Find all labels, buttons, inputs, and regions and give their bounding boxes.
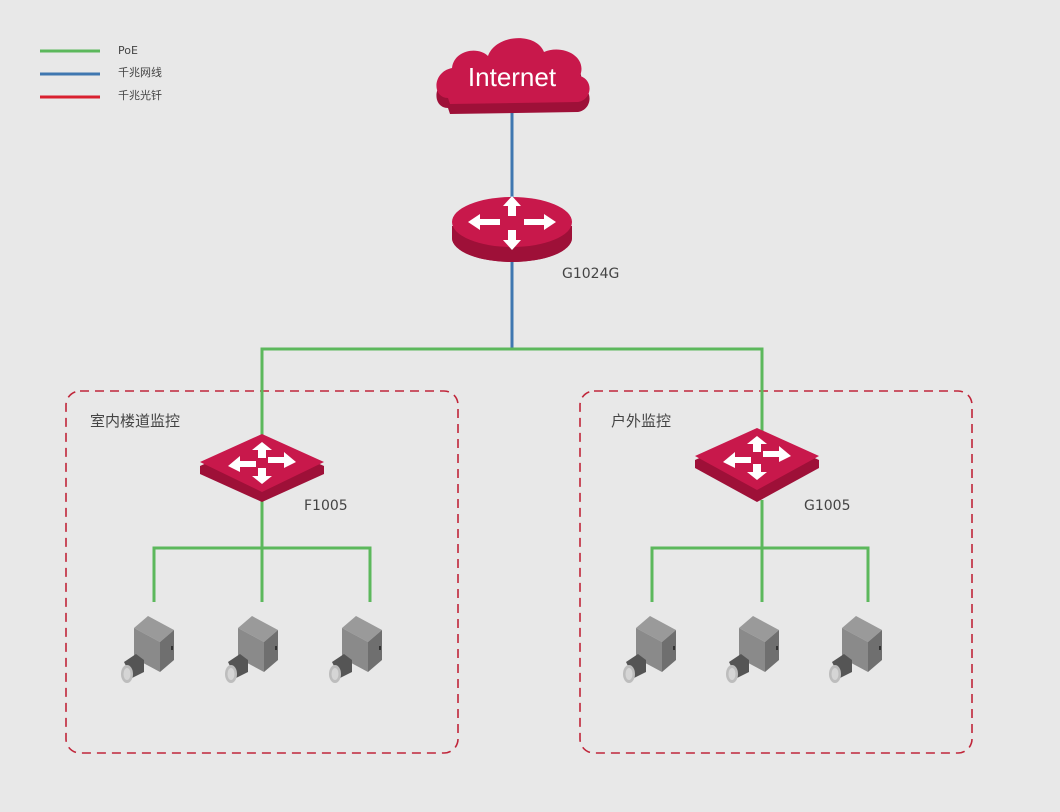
legend-label-ethernet: 千兆网线 [118,65,162,79]
poe-link-g1005-branch [650,546,870,602]
zone-indoor-title: 室内楼道监控 [90,412,180,430]
core-switch-label: G1024G [562,266,619,282]
camera-icon [225,616,278,683]
camera-icon [623,616,676,683]
poe-links [152,347,870,602]
router-icon [452,196,572,262]
switch-f1005-label: F1005 [304,498,348,514]
legend-label-poe: PoE [118,44,138,57]
camera-icon [121,616,174,683]
core-switch: G1024G [452,196,619,282]
camera-icon [829,616,882,683]
switch-g1005: G1005 [695,428,850,514]
zone-outdoor-box [579,390,973,754]
switch-f1005: F1005 [200,434,348,514]
cameras-indoor [121,616,382,683]
camera-icon [726,616,779,683]
cloud-icon [436,38,590,114]
legend: PoE 千兆网线 千兆光钎 [40,44,162,102]
legend-label-fiber: 千兆光钎 [118,88,162,102]
zone-outdoor-title: 户外监控 [611,412,671,430]
poe-link-distribution [260,347,764,440]
camera-icon [329,616,382,683]
switch-icon [200,434,324,502]
legend-item-fiber: 千兆光钎 [40,88,162,102]
legend-item-ethernet: 千兆网线 [40,65,162,79]
switch-g1005-label: G1005 [804,498,850,514]
internet-cloud: Internet [436,38,590,114]
cameras-outdoor [623,616,882,683]
poe-link-f1005-branch [152,546,372,602]
switch-icon [695,428,819,502]
internet-label: Internet [468,62,557,92]
legend-item-poe: PoE [40,44,138,57]
